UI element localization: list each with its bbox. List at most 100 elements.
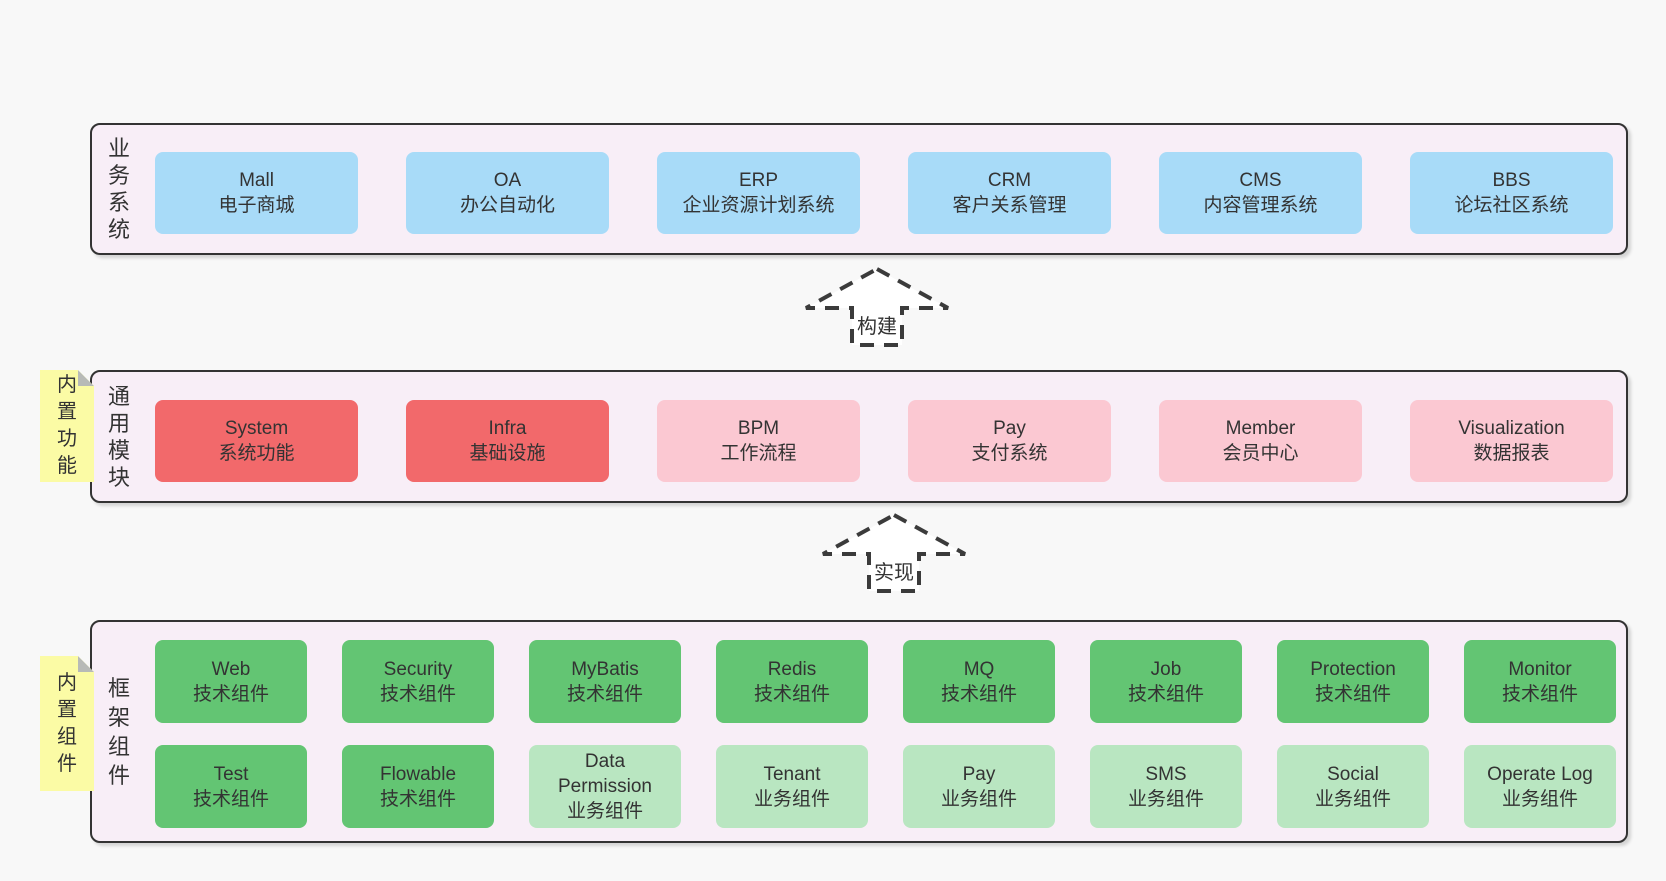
box-title: SMS <box>1145 763 1187 785</box>
box-title: Security <box>383 658 453 680</box>
box-subtitle: 业务组件 <box>753 788 830 810</box>
box-title: OA <box>493 170 522 191</box>
box-subtitle: 数据报表 <box>1473 443 1550 464</box>
box-subtitle: 系统功能 <box>218 443 295 464</box>
box-title: Web <box>211 658 251 680</box>
box-subtitle: 技术组件 <box>566 683 643 705</box>
module-box-protection: Protection 技术组件 <box>1277 640 1429 723</box>
box-subtitle: 技术组件 <box>192 788 269 810</box>
box-title: Flowable <box>379 763 457 785</box>
box-subtitle: 内容管理系统 <box>1203 195 1318 216</box>
box-subtitle: 办公自动化 <box>459 195 555 216</box>
box-subtitle: 技术组件 <box>379 683 456 705</box>
box-subtitle: 技术组件 <box>192 683 269 705</box>
box-title: BPM <box>737 418 780 439</box>
module-box-monitor: Monitor 技术组件 <box>1464 640 1616 723</box>
box-subtitle: 技术组件 <box>1501 683 1578 705</box>
module-box-infra: Infra 基础设施 <box>406 400 609 482</box>
box-subtitle: 业务组件 <box>940 788 1017 810</box>
sticky-note-label: 内置组件 <box>57 671 77 775</box>
sticky-note: 内置组件 <box>40 656 94 791</box>
business-systems-layer: 业务系统 Mall 电子商城 OA 办公自动化 ERP 企业资源计划系统 CRM 客户关系管理… <box>90 123 1628 255</box>
box-subtitle: 业务组件 <box>1314 788 1391 810</box>
dashed-up-arrow-icon <box>805 266 949 347</box>
box-title: MyBatis <box>571 658 639 680</box>
module-box-cms: CMS 内容管理系统 <box>1159 152 1362 234</box>
box-title: BBS <box>1492 170 1531 191</box>
box-subtitle: 工作流程 <box>720 443 797 464</box>
module-box-tenant: Tenant 业务组件 <box>716 745 868 828</box>
sticky-note-label: 内置功能 <box>57 374 77 477</box>
box-subtitle: 技术组件 <box>940 683 1017 705</box>
box-rows: Mall 电子商城 OA 办公自动化 ERP 企业资源计划系统 CRM 客户关系管理 CMS 内容… <box>155 152 1616 234</box>
box-title: Redis <box>767 658 817 680</box>
box-subtitle: 支付系统 <box>971 443 1048 464</box>
box-title: Tenant <box>763 763 821 785</box>
module-box-redis: Redis 技术组件 <box>716 640 868 723</box>
module-box-bbs: BBS 论坛社区系统 <box>1410 152 1613 234</box>
box-title: CRM <box>987 170 1032 191</box>
box-title: Pay <box>962 763 996 785</box>
box-title: Monitor <box>1508 658 1572 680</box>
box-title: Test <box>213 763 249 785</box>
box-subtitle: 客户关系管理 <box>952 195 1067 216</box>
box-title: Pay <box>993 418 1026 439</box>
module-box-pay: Pay 支付系统 <box>908 400 1111 482</box>
box-subtitle: 会员中心 <box>1222 443 1299 464</box>
box-title: Mall <box>239 170 274 191</box>
box-title: System <box>224 418 289 439</box>
module-box-bpm: BPM 工作流程 <box>657 400 860 482</box>
box-subtitle: 业务组件 <box>566 801 643 822</box>
box-subtitle: 论坛社区系统 <box>1454 195 1569 216</box>
box-title: Member <box>1225 418 1296 439</box>
box-title: Data Permission <box>558 751 652 797</box>
box-row: System 系统功能 Infra 基础设施 BPM 工作流程 Pay 支付系统 Member 会… <box>155 400 1616 482</box>
module-box-test: Test 技术组件 <box>155 745 307 828</box>
box-subtitle: 基础设施 <box>469 443 546 464</box>
build-arrow-label: 构建 <box>854 310 900 339</box>
build-arrow: 构建 <box>803 266 951 348</box>
module-box-erp: ERP 企业资源计划系统 <box>657 152 860 234</box>
module-box-mall: Mall 电子商城 <box>155 152 358 234</box>
module-box-mybatis: MyBatis 技术组件 <box>529 640 681 723</box>
module-box-visualization: Visualization 数据报表 <box>1410 400 1613 482</box>
box-subtitle: 技术组件 <box>753 683 830 705</box>
box-title: Protection <box>1310 658 1396 680</box>
box-title: CMS <box>1239 170 1282 191</box>
module-box-pay: Pay 业务组件 <box>903 745 1055 828</box>
sticky-fold-icon <box>78 656 94 672</box>
box-subtitle: 业务组件 <box>1127 788 1204 810</box>
module-box-data-permission: Data Permission 业务组件 <box>529 745 681 828</box>
box-subtitle: 技术组件 <box>1127 683 1204 705</box>
box-row: Mall 电子商城 OA 办公自动化 ERP 企业资源计划系统 CRM 客户关系管理 CMS 内容… <box>155 152 1616 234</box>
box-subtitle: 业务组件 <box>1501 788 1578 810</box>
module-box-sms: SMS 业务组件 <box>1090 745 1242 828</box>
layer-label: 业务系统 <box>107 136 130 242</box>
module-box-system: System 系统功能 <box>155 400 358 482</box>
box-subtitle: 技术组件 <box>1314 683 1391 705</box>
box-title: Visualization <box>1458 418 1565 439</box>
module-box-mq: MQ 技术组件 <box>903 640 1055 723</box>
sticky-fold-icon <box>78 370 94 386</box>
module-box-oa: OA 办公自动化 <box>406 152 609 234</box>
box-title: ERP <box>738 170 779 191</box>
implement-arrow: 实现 <box>820 512 968 594</box>
box-subtitle: 电子商城 <box>218 195 295 216</box>
layer-label: 框架组件 <box>107 675 130 788</box>
sticky-note: 内置功能 <box>40 370 94 482</box>
box-title: Social <box>1327 763 1379 785</box>
module-box-crm: CRM 客户关系管理 <box>908 152 1111 234</box>
box-title: Infra <box>488 418 527 439</box>
box-title: MQ <box>963 658 995 680</box>
box-subtitle: 企业资源计划系统 <box>682 195 835 216</box>
module-box-security: Security 技术组件 <box>342 640 494 723</box>
